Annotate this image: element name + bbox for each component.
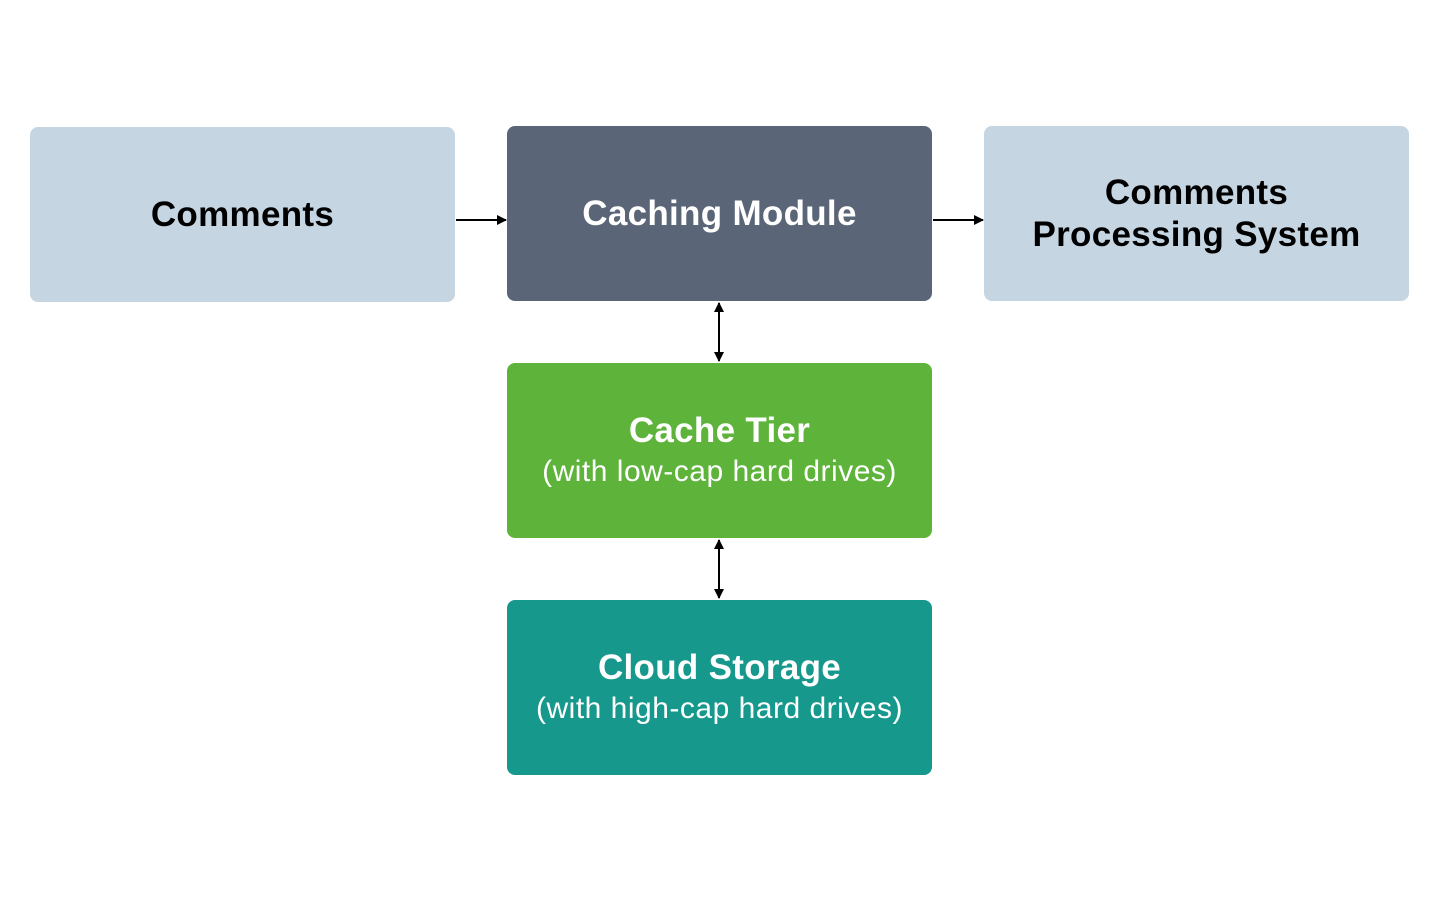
node-cache-tier-title: Cache Tier: [628, 410, 811, 450]
node-processing-title-line1: Comments: [1104, 172, 1289, 212]
node-processing-title-line2: Processing System: [1032, 214, 1361, 254]
node-caching-module-title: Caching Module: [582, 193, 857, 233]
node-comments: Comments: [30, 127, 455, 302]
node-cloud-storage-subtitle: (with high-cap hard drives): [536, 691, 903, 725]
node-cache-tier-subtitle: (with low-cap hard drives): [542, 454, 897, 488]
node-comments-title: Comments: [150, 194, 335, 234]
node-caching-module: Caching Module: [507, 126, 932, 301]
node-cloud-storage: Cloud Storage (with high-cap hard drives…: [507, 600, 932, 775]
node-comments-processing-system: Comments Processing System: [984, 126, 1409, 301]
node-cloud-storage-title: Cloud Storage: [597, 647, 842, 687]
node-cache-tier: Cache Tier (with low-cap hard drives): [507, 363, 932, 538]
